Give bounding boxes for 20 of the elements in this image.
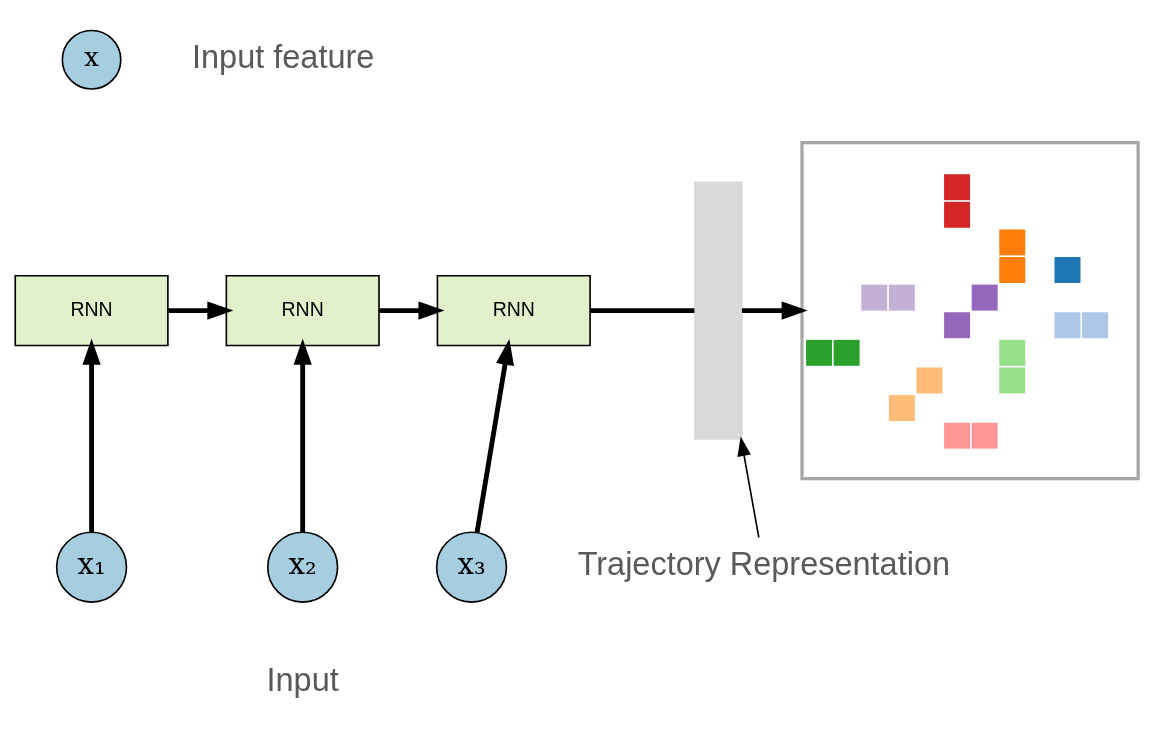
arrow [293,338,312,532]
node-text: Trajectory Representation [577,546,951,583]
arrow [474,338,515,533]
node-circle: x₂ [266,531,339,603]
node-picture [800,140,1140,481]
arrow [168,301,234,320]
connector [590,308,695,314]
node-box: RNN [14,274,169,347]
node-circle: x₁ [55,531,128,603]
node-box: RNN [436,274,591,347]
arrow [741,301,808,320]
node-label: Input feature [192,38,375,75]
label: Input [266,662,339,699]
node-circle: x₃ [435,531,508,603]
node-box: RNN [225,274,380,347]
arrow [379,301,445,320]
node-bar [694,181,743,440]
arrow [737,436,760,539]
node-circle: x [61,29,122,90]
arrow [82,338,101,532]
